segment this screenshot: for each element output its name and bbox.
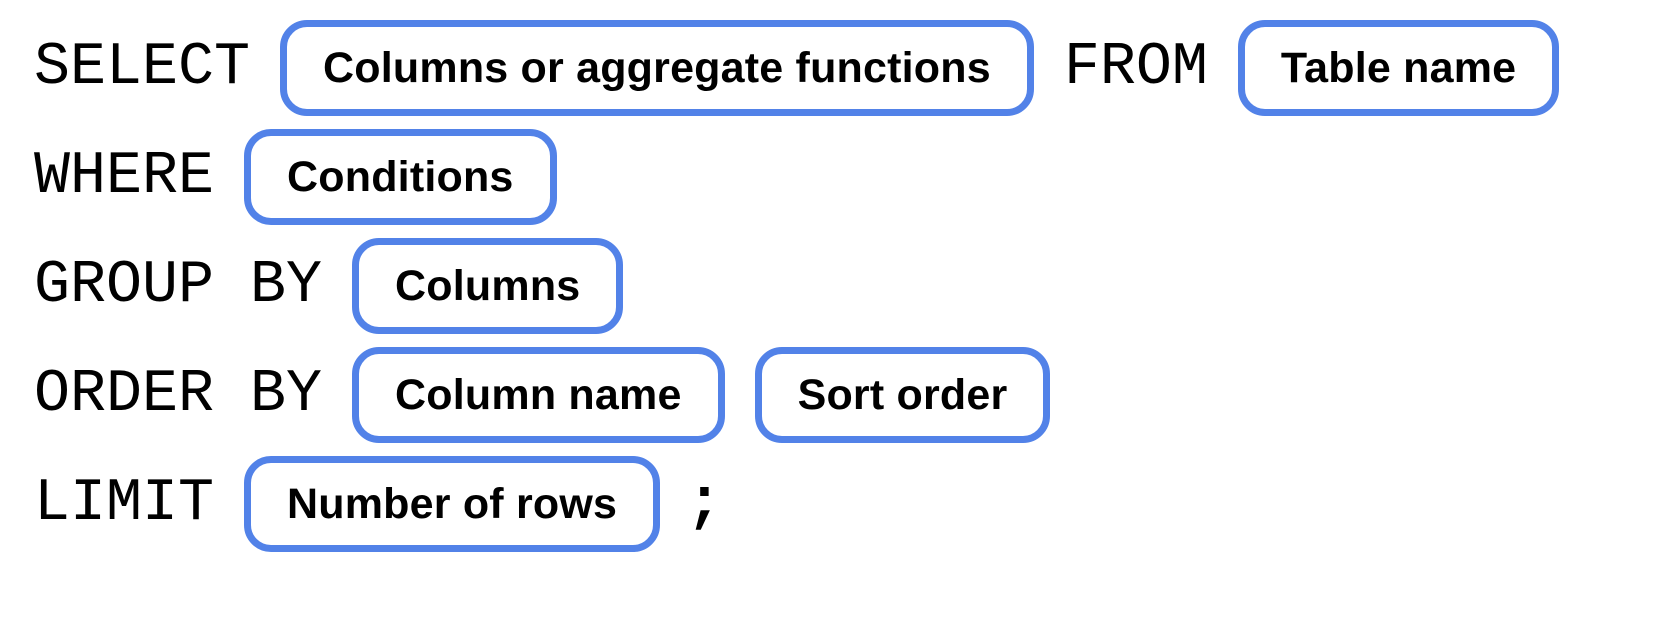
pill-table-name: Table name	[1237, 20, 1560, 116]
order-by-row: ORDER BY Column name Sort order	[34, 347, 1668, 443]
pill-number-of-rows: Number of rows	[244, 456, 661, 552]
semicolon-terminator: ;	[686, 470, 723, 538]
select-from-row: SELECT Columns or aggregate functions FR…	[34, 20, 1668, 116]
pill-columns-or-aggregate-functions: Columns or aggregate functions	[280, 20, 1034, 116]
pill-sort-order: Sort order	[754, 347, 1051, 443]
limit-row: LIMIT Number of rows ;	[34, 456, 1668, 552]
keyword-from: FROM	[1063, 34, 1208, 102]
keyword-group-by: GROUP BY	[34, 252, 323, 320]
pill-columns: Columns	[352, 238, 624, 334]
group-by-row: GROUP BY Columns	[34, 238, 1668, 334]
where-row: WHERE Conditions	[34, 129, 1668, 225]
pill-conditions: Conditions	[244, 129, 557, 225]
sql-syntax-diagram: SELECT Columns or aggregate functions FR…	[34, 20, 1668, 552]
keyword-where: WHERE	[34, 143, 215, 211]
keyword-select: SELECT	[34, 34, 251, 102]
pill-column-name: Column name	[352, 347, 725, 443]
keyword-limit: LIMIT	[34, 470, 215, 538]
keyword-order-by: ORDER BY	[34, 361, 323, 429]
